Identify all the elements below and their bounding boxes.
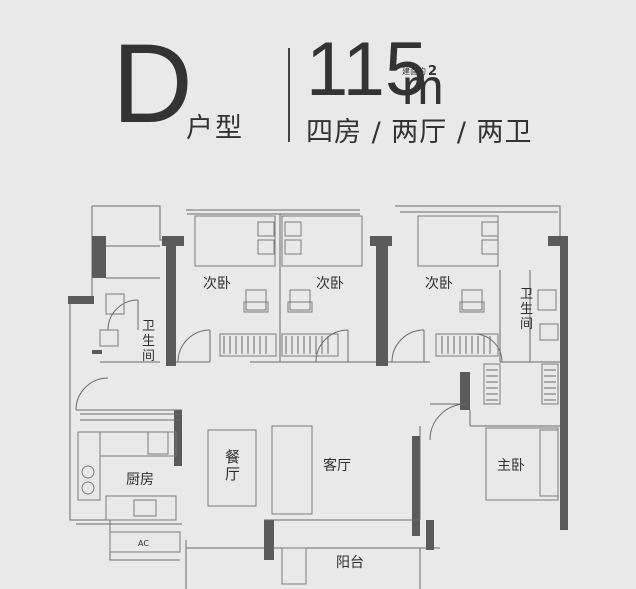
header-divider xyxy=(288,48,290,142)
room-label-balcony: 阳台 xyxy=(336,555,364,571)
unit-type-letter: D xyxy=(112,21,193,146)
unit-type-suffix: 户型 xyxy=(186,113,244,144)
header: D 户型 115 m 建面约 2 四房 / 两厅 / 两卫 xyxy=(0,0,636,170)
rooms-summary: 四房 / 两厅 / 两卫 xyxy=(306,117,533,148)
room-label-master-bedroom: 主卧 xyxy=(497,458,525,474)
area-unit: m xyxy=(402,59,444,115)
area-superscript: 2 xyxy=(428,64,438,79)
interior-lines xyxy=(76,245,560,525)
room-label-bathroom-right: 卫生间 xyxy=(520,287,533,332)
area-value: 115 xyxy=(306,27,428,112)
room-labels: 次卧 次卧 次卧 厨房 客厅 主卧 阳台 AC xyxy=(126,276,525,571)
room-label-kitchen: 厨房 xyxy=(126,472,154,488)
room-label-bathroom-left: 卫生间 xyxy=(142,319,155,364)
ac-mark: AC xyxy=(138,539,149,548)
outer-outline xyxy=(69,205,561,589)
room-label-bedroom-2: 次卧 xyxy=(316,276,344,292)
vertical-labels: 卫生间 卫生间 餐厅 xyxy=(142,287,533,483)
room-label-bedroom-1: 次卧 xyxy=(203,276,231,292)
furniture xyxy=(77,215,559,585)
walls xyxy=(68,236,568,560)
room-label-living: 客厅 xyxy=(323,457,351,474)
room-label-bedroom-3: 次卧 xyxy=(425,276,453,292)
area-note: 建面约 xyxy=(402,67,426,76)
door-swings xyxy=(75,299,503,441)
closet-hatching xyxy=(80,336,556,421)
room-label-dining: 餐厅 xyxy=(225,448,240,483)
